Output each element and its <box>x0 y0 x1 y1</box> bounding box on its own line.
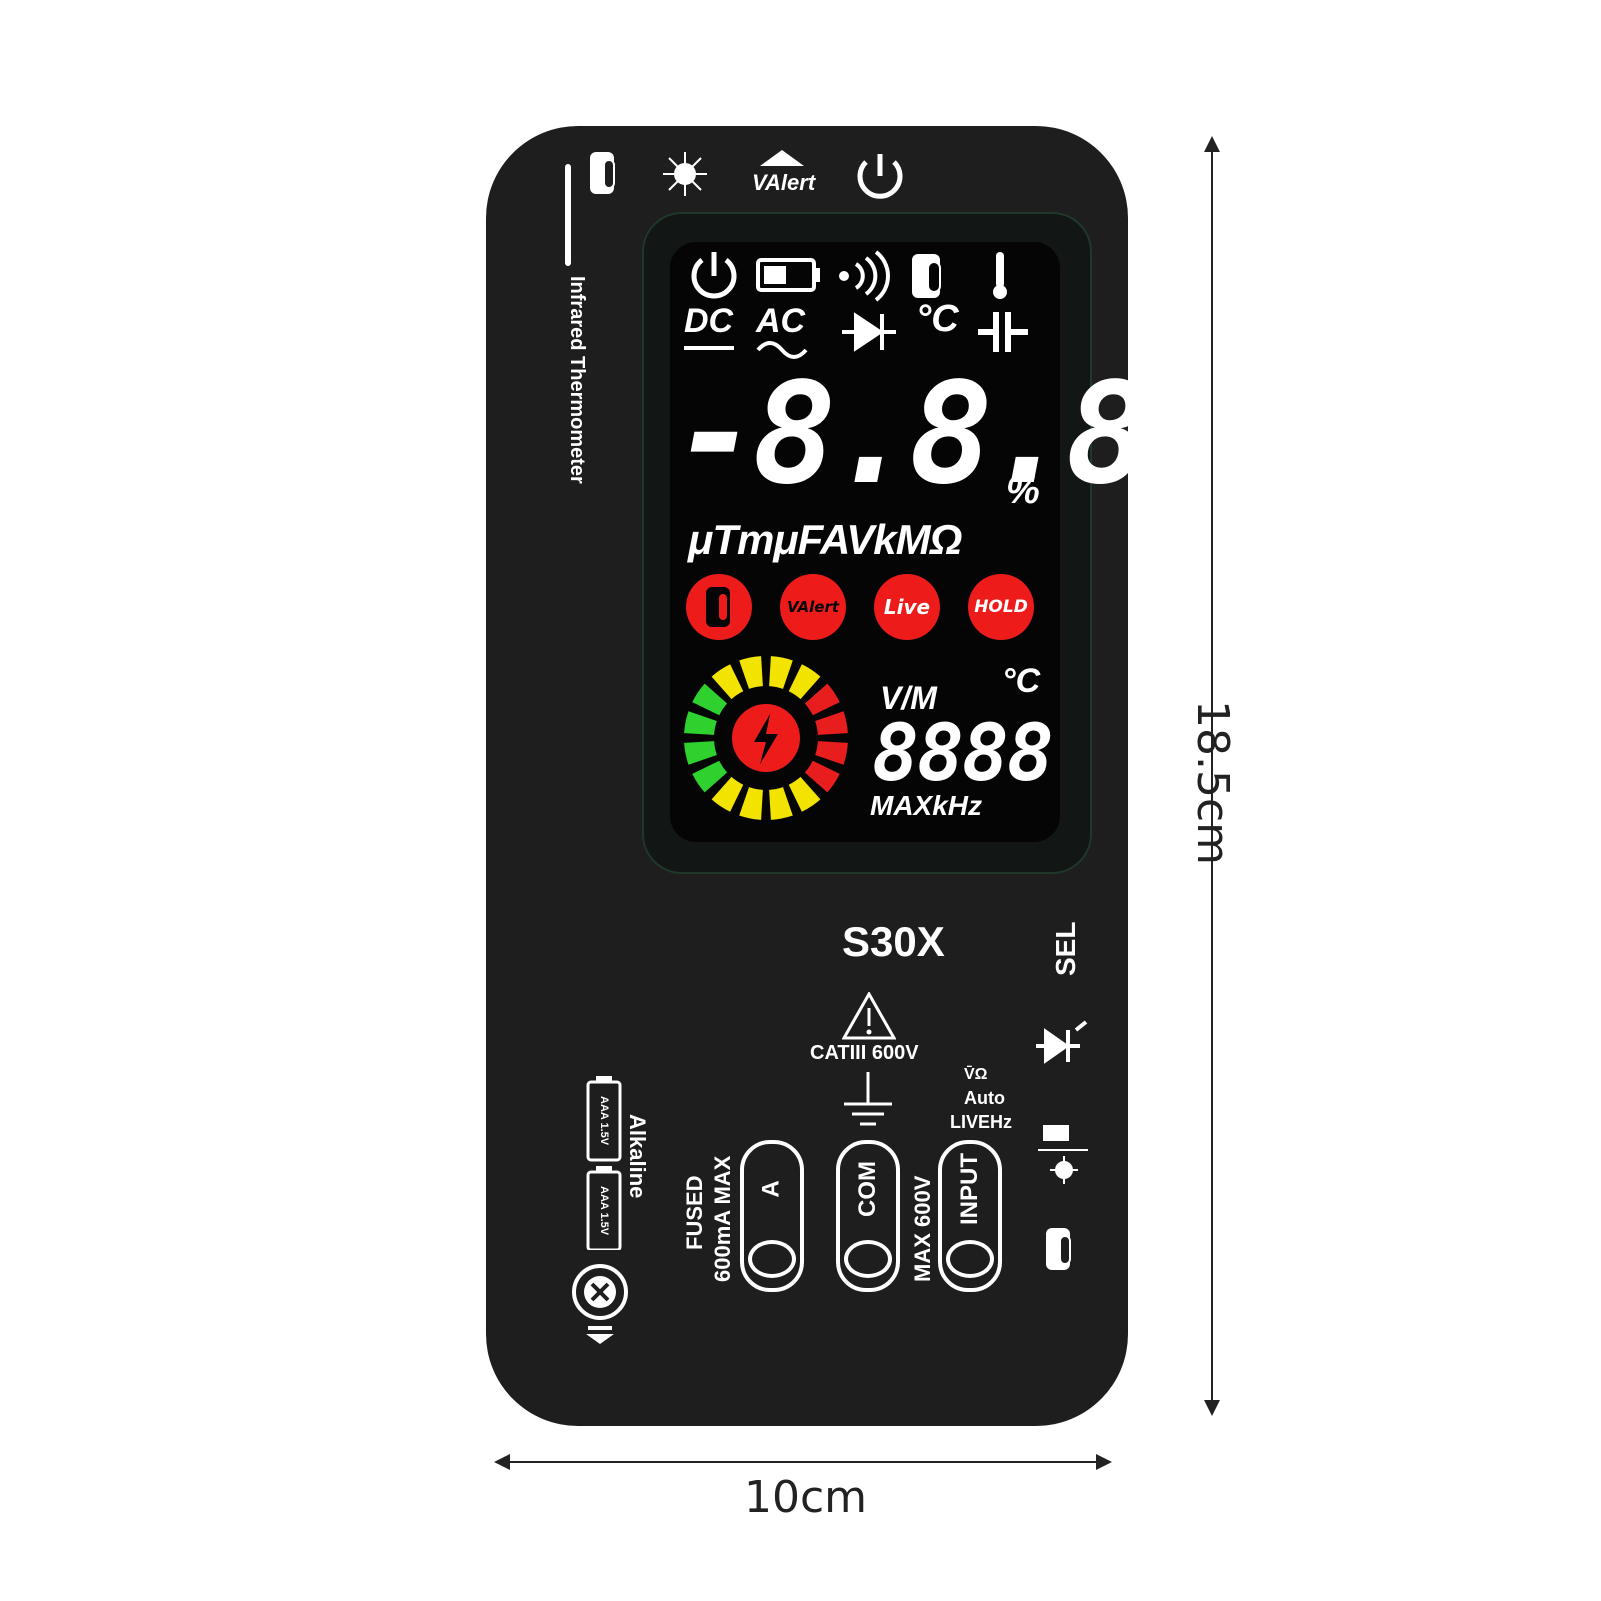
gauge-segment <box>788 664 821 700</box>
gauge-segment <box>692 760 728 793</box>
main-reading: -8.8.8.8 <box>674 353 1306 516</box>
lcd-status-icons <box>691 250 1007 302</box>
battery-screw-icon[interactable] <box>570 1262 632 1346</box>
gauge-segment <box>711 664 744 700</box>
warning-icon <box>842 992 896 1040</box>
ncv-strength-gauge <box>684 656 848 820</box>
thermometer-indicator-icon <box>993 252 1007 299</box>
gauge-segment <box>788 776 821 812</box>
a-jack-socket <box>748 1240 796 1278</box>
gauge-segment <box>739 787 763 820</box>
unit-indicators: μTmμFAVkMΩ <box>688 516 962 563</box>
capacitor-icon <box>978 312 1028 352</box>
gauge-segment <box>769 787 793 820</box>
ir-thermometer-indicator-icon <box>912 254 941 298</box>
top-icons <box>590 150 903 199</box>
live-button: Live <box>874 574 940 640</box>
dc-indicator: DC <box>684 302 734 340</box>
valert-button: VAlert <box>780 574 846 640</box>
com-jack-label: COM <box>854 1161 881 1217</box>
gauge-segment <box>711 776 744 812</box>
battery-icon <box>586 1166 622 1250</box>
max-voltage-label: MAX 600V <box>910 1175 935 1282</box>
battery-cell-label: AAA 1.5V <box>598 1096 610 1146</box>
right-controls <box>1036 1020 1088 1270</box>
sub-unit-indicators: MAXkHz <box>870 790 983 821</box>
alkaline-label: Alkaline <box>625 1114 650 1199</box>
sub-celsius-indicator: °C <box>1002 662 1041 700</box>
gauge-segment <box>815 711 848 735</box>
gauge-segment <box>739 656 763 689</box>
gauge-segment <box>804 683 840 716</box>
input-jack-socket <box>946 1240 994 1278</box>
fuse-rating-label: 600mA MAX <box>710 1155 735 1282</box>
gauge-segment <box>692 683 728 716</box>
input-functions-line3: LIVEHz <box>950 1112 1013 1132</box>
width-dimension-label: 10cm <box>744 1472 868 1523</box>
percent-indicator: % <box>1006 470 1040 512</box>
ground-icon <box>844 1072 892 1126</box>
vm-indicator: V/M <box>880 680 937 716</box>
thermometer-mode-icon[interactable] <box>590 152 615 194</box>
lightning-icon <box>754 714 778 764</box>
a-jack[interactable]: A <box>740 1140 804 1292</box>
hold-button: HOLD <box>968 574 1034 640</box>
gauge-segment <box>804 760 840 793</box>
input-jack-label: INPUT <box>956 1153 983 1225</box>
sel-button-label[interactable]: SEL <box>1050 921 1081 976</box>
ac-wave-icon <box>756 341 808 359</box>
com-jack[interactable]: COM <box>836 1140 900 1292</box>
gauge-segment <box>684 711 717 735</box>
infrared-thermometer-label: Infrared Thermometer <box>566 276 588 484</box>
battery-icon <box>586 1076 622 1162</box>
fused-label: FUSED <box>682 1175 707 1250</box>
battery-indicator-icon <box>756 258 820 292</box>
lcd-mode-icons <box>756 312 1028 359</box>
a-jack-label: A <box>758 1180 785 1198</box>
diode-icon <box>842 312 896 352</box>
cat-rating-label: CATIII 600V <box>810 1042 919 1064</box>
celsius-indicator: °C <box>916 298 959 340</box>
ac-indicator: AC <box>756 302 806 340</box>
ir-thermometer-icon <box>706 587 730 627</box>
valert-label: VAlert <box>752 170 816 195</box>
flashlight-button-icon[interactable] <box>1038 1125 1088 1184</box>
diode-mode-button-icon[interactable] <box>1036 1020 1088 1064</box>
sub-reading: 8888 <box>872 709 1054 799</box>
gauge-segment <box>769 656 793 689</box>
power-icon[interactable] <box>857 154 903 199</box>
height-dimension-label: 18.5cm <box>1187 700 1238 866</box>
side-stripe <box>565 164 571 266</box>
gauge-segment <box>684 741 717 765</box>
dc-symbol <box>684 346 734 350</box>
valert-icon[interactable] <box>760 150 804 166</box>
ir-thermometer-button <box>686 574 752 640</box>
flashlight-icon[interactable] <box>663 152 707 196</box>
power-indicator-icon <box>691 252 737 299</box>
battery-compartment-icons <box>586 1076 622 1250</box>
input-functions-line2: Auto <box>964 1088 1005 1108</box>
thermometer-button-icon[interactable] <box>1046 1228 1071 1270</box>
battery-cell-label: AAA 1.5V <box>598 1186 610 1236</box>
input-jack[interactable]: INPUT <box>938 1140 1002 1292</box>
model-label: S30X <box>842 918 945 965</box>
input-functions-line1: V̄Ω <box>964 1066 988 1083</box>
gauge-segment <box>815 741 848 765</box>
continuity-indicator-icon <box>839 250 890 302</box>
com-jack-socket <box>844 1240 892 1278</box>
